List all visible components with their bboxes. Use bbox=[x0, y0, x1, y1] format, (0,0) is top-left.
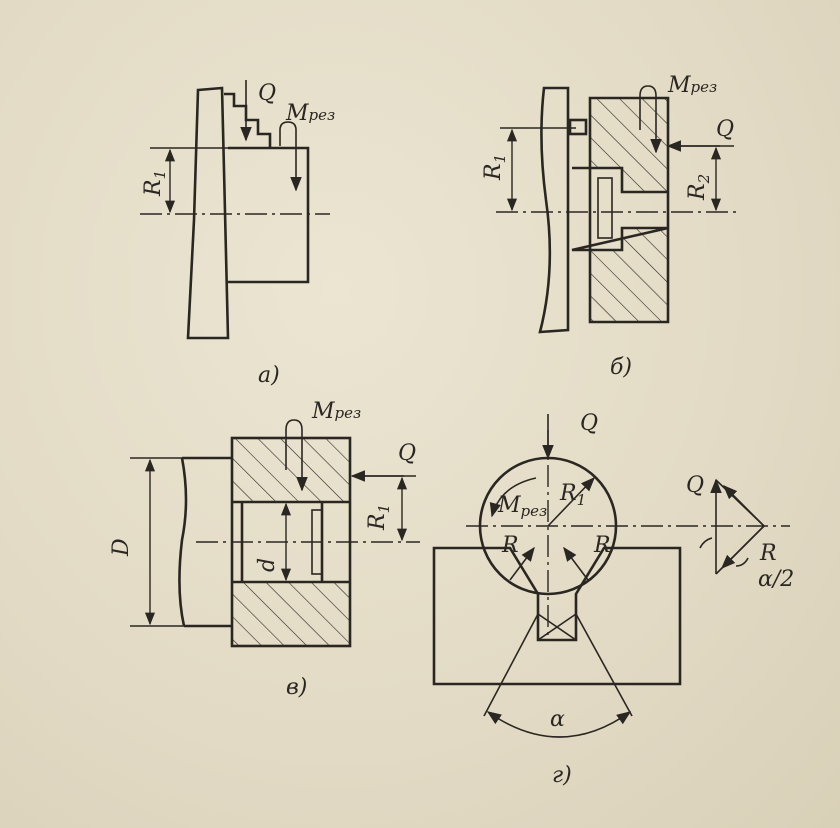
figure-a bbox=[140, 80, 330, 340]
d-r-right-arrow bbox=[563, 546, 589, 581]
c-wavy-part bbox=[178, 457, 188, 627]
d-r-left-label: R bbox=[501, 533, 519, 558]
caption-a: а) bbox=[258, 363, 280, 388]
caption-d: г) bbox=[552, 763, 572, 788]
b-q-label: Q bbox=[716, 117, 734, 142]
caption-c: в) bbox=[286, 675, 307, 700]
c-hatch bbox=[232, 438, 350, 646]
d-r1-label: R1 bbox=[559, 481, 586, 509]
b-m-label: Мрез bbox=[667, 73, 717, 98]
a-r1-label: R1 bbox=[141, 170, 169, 197]
tri-r-label: R bbox=[759, 541, 777, 566]
captions: а) б) в) г) bbox=[258, 355, 632, 788]
figure-b bbox=[496, 85, 740, 334]
d-q-label: Q bbox=[580, 411, 598, 436]
d-m-label: Мрез bbox=[497, 493, 547, 520]
b-body-outline bbox=[588, 96, 670, 324]
d-v-block bbox=[432, 546, 682, 686]
tri-angle-arc-1 bbox=[699, 537, 713, 549]
caption-b: б) bbox=[610, 355, 632, 380]
d-r1-radius bbox=[547, 476, 595, 527]
tri-r-arrow-bottom bbox=[720, 525, 765, 570]
d-v-extension-right bbox=[575, 613, 633, 717]
d-alpha-arc bbox=[486, 711, 632, 738]
labels: Q Мрез R1 Мрез Q R1 R2 Мрез Q R1 D d Q М… bbox=[109, 73, 794, 732]
b-lug bbox=[568, 118, 588, 136]
d-moment-arc bbox=[489, 477, 537, 518]
c-r1-label: R1 bbox=[365, 504, 393, 531]
tri-alpha-half-label: α/2 bbox=[758, 567, 794, 592]
d-r-right-label: R bbox=[593, 533, 611, 558]
a-mandrel bbox=[186, 86, 230, 340]
b-shoulder bbox=[597, 177, 613, 239]
tri-q-label: Q bbox=[686, 473, 704, 498]
b-bore bbox=[571, 166, 669, 252]
tri-r-arrow-top bbox=[722, 484, 765, 527]
a-workpiece bbox=[228, 146, 310, 284]
d-cross-2 bbox=[537, 613, 577, 641]
figure-d bbox=[432, 414, 790, 738]
c-q-label: Q bbox=[398, 441, 416, 466]
a-q-label: Q bbox=[258, 81, 276, 106]
figure-c bbox=[130, 419, 420, 648]
c-bore bbox=[232, 500, 350, 584]
b-hatch bbox=[590, 98, 668, 322]
d-v-extension-left bbox=[483, 613, 539, 717]
d-r-left-arrow bbox=[509, 546, 535, 581]
b-mandrel bbox=[538, 86, 570, 334]
tri-angle-arc-2 bbox=[735, 557, 749, 567]
a-m-label: Мрез bbox=[285, 101, 335, 126]
c-d-label: d bbox=[255, 558, 280, 572]
a-moment-arrow bbox=[279, 121, 302, 192]
b-r1-label: R1 bbox=[481, 154, 509, 181]
d-alpha-label: α bbox=[550, 707, 565, 732]
c-D-label: D bbox=[109, 538, 134, 557]
c-moment-arrow bbox=[285, 419, 308, 492]
c-m-label: Мрез bbox=[311, 399, 361, 424]
b-moment-arrow bbox=[639, 85, 662, 154]
b-r2-label: R2 bbox=[685, 174, 713, 201]
